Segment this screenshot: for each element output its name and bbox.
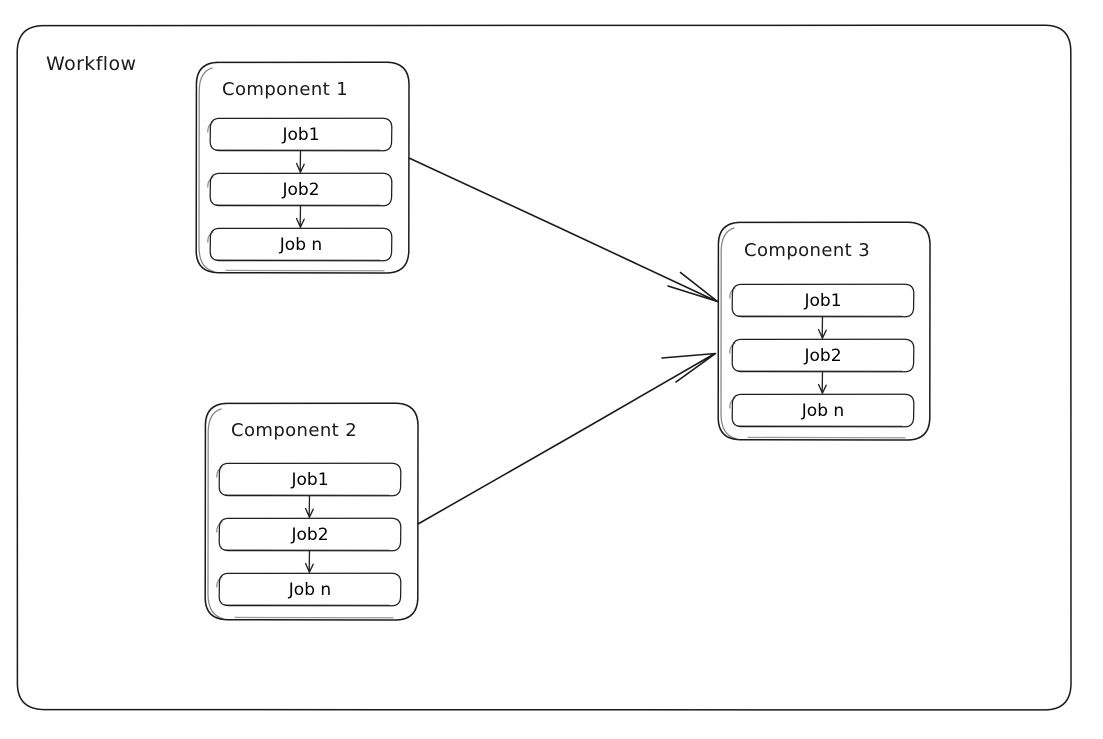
component-3-job-1-label: Job1 bbox=[804, 290, 842, 311]
component-2-job-1[interactable]: Job1 bbox=[219, 463, 401, 496]
component-1-flow-arrows bbox=[295, 150, 305, 228]
component-3-outline bbox=[717, 221, 931, 441]
component-2-job-2-label: Job2 bbox=[291, 524, 329, 545]
component-2-job-1-label: Job1 bbox=[291, 469, 329, 490]
component-1-outline bbox=[195, 61, 410, 274]
component-3-job-3[interactable]: Job n bbox=[732, 394, 914, 427]
component-2-job-2[interactable]: Job2 bbox=[219, 518, 401, 551]
connector-component1-to-component3 bbox=[408, 157, 719, 303]
component-1-job-1[interactable]: Job1 bbox=[210, 118, 392, 151]
component-3-job-2-label: Job2 bbox=[804, 345, 842, 366]
component-1-title: Component 1 bbox=[222, 79, 349, 100]
component-2-title: Component 2 bbox=[231, 420, 358, 441]
component-3-job-1[interactable]: Job1 bbox=[732, 284, 914, 317]
component-3-job-3-label: Job n bbox=[801, 400, 845, 421]
workflow-title: Workflow bbox=[46, 53, 137, 75]
component-2-flow-arrows bbox=[304, 495, 314, 573]
component-2-job-3-label: Job n bbox=[288, 579, 332, 600]
component-1-job-2-label: Job2 bbox=[282, 179, 320, 200]
connector-component2-to-component3 bbox=[417, 352, 717, 525]
component-1-job-3-label: Job n bbox=[279, 234, 323, 255]
component-1-job-boxes bbox=[207, 117, 393, 262]
component-3-flow-arrows bbox=[817, 316, 827, 394]
workflow-container-outline bbox=[16, 24, 1072, 711]
component-2-job-3[interactable]: Job n bbox=[219, 573, 401, 606]
component-2-job-boxes bbox=[216, 462, 402, 607]
component-1-job-3[interactable]: Job n bbox=[210, 228, 392, 261]
component-1-job-2[interactable]: Job2 bbox=[210, 173, 392, 206]
component-2-outline bbox=[204, 402, 419, 621]
component-3-title: Component 3 bbox=[744, 240, 871, 261]
component-3-job-2[interactable]: Job2 bbox=[732, 339, 914, 372]
component-1-job-1-label: Job1 bbox=[282, 124, 320, 145]
component-3-job-boxes bbox=[729, 283, 915, 428]
